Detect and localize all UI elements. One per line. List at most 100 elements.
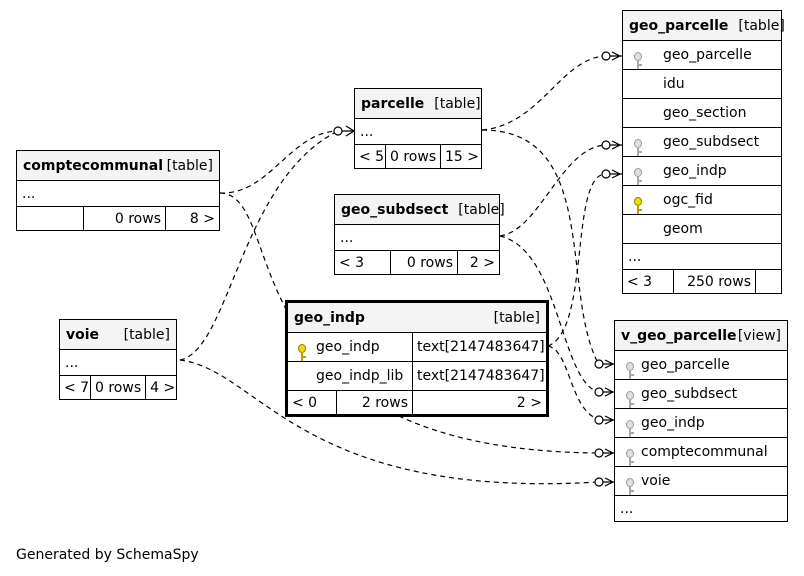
column-name: geo_indp_lib [316, 368, 404, 384]
table-kind: [table] [493, 309, 540, 326]
column-name: comptecommunal [641, 444, 768, 460]
table-name: voie [66, 326, 100, 343]
column-row[interactable]: comptecommunal [615, 437, 787, 466]
column-row[interactable]: geo_indp [615, 408, 787, 437]
table-name: geo_subdsect [341, 201, 449, 218]
foreign-key-icon [626, 478, 634, 496]
table-stats: < 7 0 rows 4 > [60, 375, 176, 399]
table-stats: 0 rows 8 > [17, 206, 219, 230]
column-row[interactable]: idu [623, 69, 781, 98]
table-geo_subdsect[interactable]: geo_subdsect [table] ... < 3 0 rows 2 > [334, 194, 505, 275]
stat-parents: < 5 [359, 148, 385, 165]
column-row[interactable]: voie [615, 466, 787, 495]
stat-rows: 0 rows [385, 145, 440, 168]
stat-rows: 0 rows [83, 207, 165, 230]
edge-geo_subdsect-v_geo_parcelle [499, 235, 599, 393]
column-row[interactable]: ogc_fid [623, 185, 781, 214]
column-row[interactable]: geo_indp_lib text[2147483647] [288, 361, 546, 390]
table-header: v_geo_parcelle [view] [615, 321, 787, 350]
stat-parents: < 0 [292, 394, 318, 411]
stat-parents [17, 207, 83, 230]
foreign-key-icon [626, 449, 634, 467]
column-name: geo_subdsect [663, 134, 760, 150]
edge-geo_indp-v_geo_parcelle [547, 345, 599, 420]
column-name: geo_indp [663, 163, 727, 179]
edge-geo_subdsect-geo_parcelle [499, 144, 605, 237]
stat-children [755, 270, 781, 293]
table-kind: [table] [123, 326, 170, 343]
footer-generated-by: Generated by SchemaSpy [16, 547, 199, 563]
table-stats: < 0 2 rows 2 > [288, 390, 546, 414]
table-kind: [table] [434, 95, 481, 112]
table-header: geo_parcelle [table] [623, 11, 785, 40]
stat-children: 2 > [457, 251, 499, 274]
table-header: comptecommunal [table] [17, 151, 219, 180]
stat-parents: < 3 [339, 254, 365, 271]
edge-comptecommunal-parcelle [219, 130, 339, 194]
more-columns: ... [17, 180, 219, 206]
column-row[interactable]: geo_parcelle [623, 40, 781, 69]
column-row[interactable]: geo_indp text[2147483647] [288, 332, 546, 361]
stat-rows: 0 rows [390, 251, 457, 274]
more-columns: ... [335, 224, 499, 250]
table-comptecommunal[interactable]: comptecommunal [table] ... 0 rows 8 > [16, 150, 220, 231]
table-name: parcelle [361, 95, 425, 112]
table-header: geo_subdsect [table] [335, 195, 505, 224]
column-name: geom [663, 221, 703, 237]
column-name: geo_indp [316, 339, 380, 355]
table-kind: [table] [166, 157, 213, 174]
table-stats: < 5 0 rows 15 > [355, 144, 481, 168]
stat-rows: 250 rows [673, 270, 755, 293]
table-kind: [table] [458, 201, 505, 218]
column-row[interactable]: geom [623, 214, 781, 243]
column-row[interactable]: geo_indp [623, 156, 781, 185]
table-voie[interactable]: voie [table] ... < 7 0 rows 4 > [59, 319, 177, 400]
column-name: ogc_fid [663, 192, 713, 208]
table-name: geo_indp [294, 309, 365, 326]
column-row[interactable]: geo_section [623, 98, 781, 127]
column-name: geo_parcelle [641, 357, 730, 373]
edge-voie-v_geo_parcelle [179, 359, 599, 485]
edge-parcelle-v_geo_parcelle [481, 129, 599, 364]
foreign-key-icon [626, 362, 634, 380]
table-kind: [table] [738, 17, 785, 34]
column-row[interactable]: geo_subdsect [623, 127, 781, 156]
column-name: geo_section [663, 105, 747, 121]
foreign-key-icon [634, 52, 642, 70]
column-row[interactable]: geo_parcelle [615, 350, 787, 379]
table-header: geo_indp [table] [288, 303, 546, 332]
column-name: geo_subdsect [641, 386, 738, 402]
column-name: geo_indp [641, 415, 705, 431]
edge-geo_indp-geo_parcelle [547, 173, 605, 347]
table-name: v_geo_parcelle [621, 327, 737, 344]
table-name: geo_parcelle [629, 17, 729, 34]
stat-children: 8 > [165, 207, 219, 230]
edge-voie-parcelle [179, 130, 339, 361]
primary-key-icon [298, 344, 306, 362]
edge-parcelle-geo_parcelle [481, 55, 605, 131]
table-kind: [view] [737, 327, 781, 344]
table-header: voie [table] [60, 320, 176, 349]
more-columns: ... [615, 495, 787, 521]
table-stats: < 3 0 rows 2 > [335, 250, 499, 274]
stat-children: 4 > [145, 376, 179, 399]
column-name: geo_parcelle [663, 47, 752, 63]
foreign-key-icon [626, 391, 634, 409]
primary-key-icon [634, 197, 642, 215]
column-name: idu [663, 76, 685, 92]
column-row[interactable]: geo_subdsect [615, 379, 787, 408]
column-name: voie [641, 473, 671, 489]
stat-children: 2 > [412, 391, 546, 414]
table-parcelle[interactable]: parcelle[table] ... < 5 0 rows 15 > [354, 88, 482, 169]
view-v_geo_parcelle[interactable]: v_geo_parcelle [view] geo_parcelle geo_s… [614, 320, 788, 522]
foreign-key-icon [634, 139, 642, 157]
table-stats: < 3 250 rows [623, 269, 781, 293]
stat-children: 15 > [440, 145, 483, 168]
table-geo_parcelle[interactable]: geo_parcelle [table] geo_parcelle idu geo… [622, 10, 785, 294]
stat-rows: 2 rows [336, 391, 412, 414]
column-type: text[2147483647] [412, 362, 546, 390]
stat-parents: < 7 [64, 379, 90, 396]
more-columns: ... [60, 349, 176, 375]
table-geo_indp[interactable]: geo_indp [table] geo_indp text[214748364… [285, 300, 549, 417]
